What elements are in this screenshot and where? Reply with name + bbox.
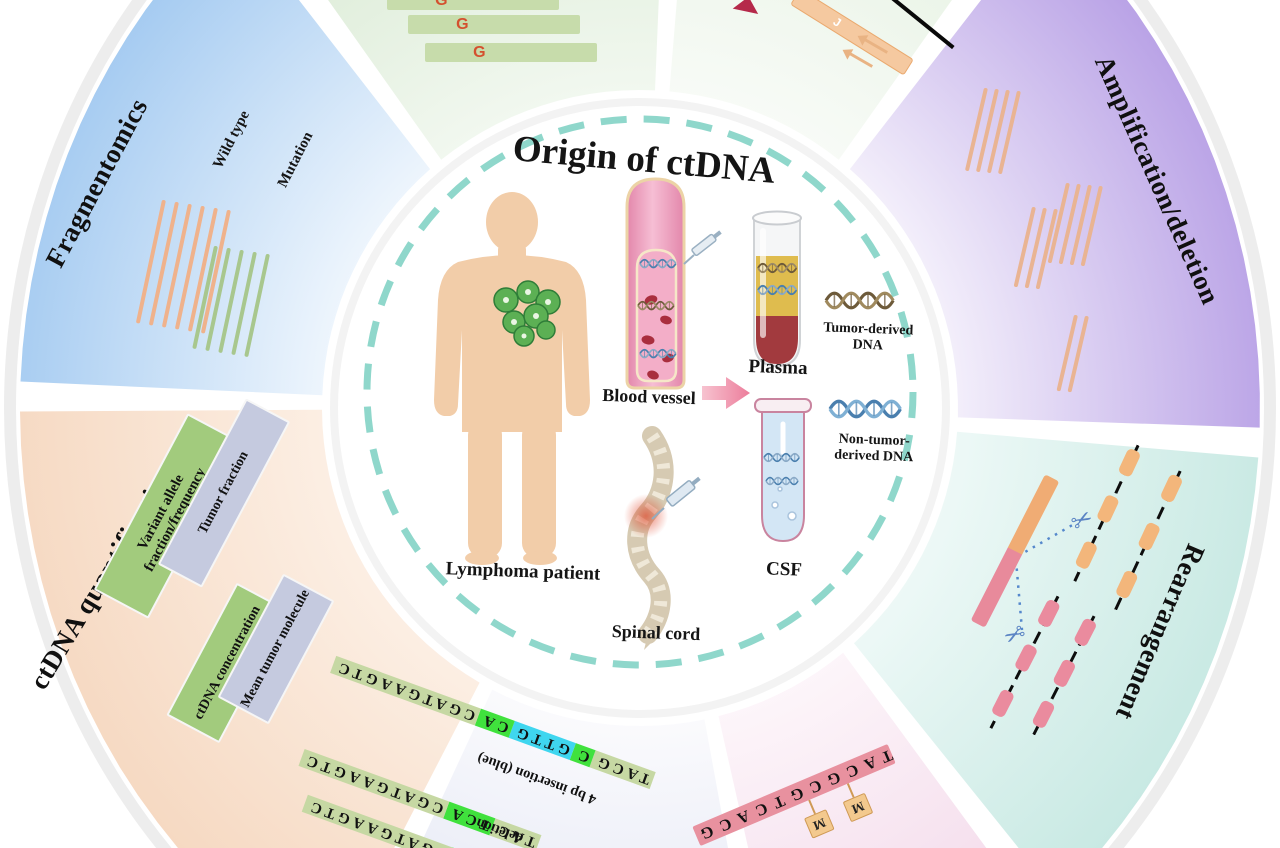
- tumor-cells: [493, 280, 561, 347]
- blood-vessel-label: Blood vessel: [601, 384, 697, 409]
- non-tumor-derived-dna-icon: [828, 399, 902, 419]
- rearrangement-links: [1014, 521, 1077, 631]
- section-wedges: [20, 0, 1260, 848]
- snv-mutant-base: G: [435, 0, 448, 9]
- snv-mutant-base: G: [456, 16, 469, 33]
- syringe-icon: [683, 230, 722, 265]
- snv-read-bar: G: [387, 0, 559, 10]
- dna-icon: [757, 262, 798, 274]
- topright-bar-glyph: J: [830, 14, 844, 30]
- csf-tube-illustration: [754, 398, 812, 543]
- non-tumor-derived-dna-label: Non-tumor-derived DNA: [834, 431, 914, 466]
- dna-icon: [763, 452, 800, 463]
- spinal-cord-illustration: [624, 426, 701, 650]
- dna-icon: [765, 476, 799, 486]
- plasma-label: Plasma: [748, 355, 808, 380]
- spinal-cord-label: Spinal cord: [611, 620, 701, 645]
- dna-icon: [757, 284, 798, 296]
- csf-label: CSF: [765, 558, 803, 581]
- dashed-circle: [363, 115, 917, 669]
- blood-vessel-illustration: [625, 177, 722, 390]
- dna-icon: [637, 300, 675, 311]
- arrow-to-samples: [702, 377, 750, 409]
- dna-helices: [637, 258, 902, 486]
- snv-read-bar: G: [425, 43, 597, 62]
- plasma-tube-illustration: [752, 210, 802, 368]
- snv-mutant-base: G: [473, 44, 486, 61]
- dna-icon: [639, 258, 677, 269]
- wedge-snv: [328, 0, 659, 160]
- spinal-syringe-icon: [651, 476, 701, 520]
- wedge-rearrangement: [854, 431, 1259, 848]
- dna-icon: [639, 348, 677, 359]
- wedge-fragmentomics: [20, 0, 431, 396]
- tumor-derived-dna-label: Tumor-derived DNA: [823, 320, 914, 354]
- outer-ring: [4, 0, 1276, 848]
- snv-read-bar: G: [408, 15, 580, 34]
- tumor-derived-dna-icon: [824, 291, 895, 310]
